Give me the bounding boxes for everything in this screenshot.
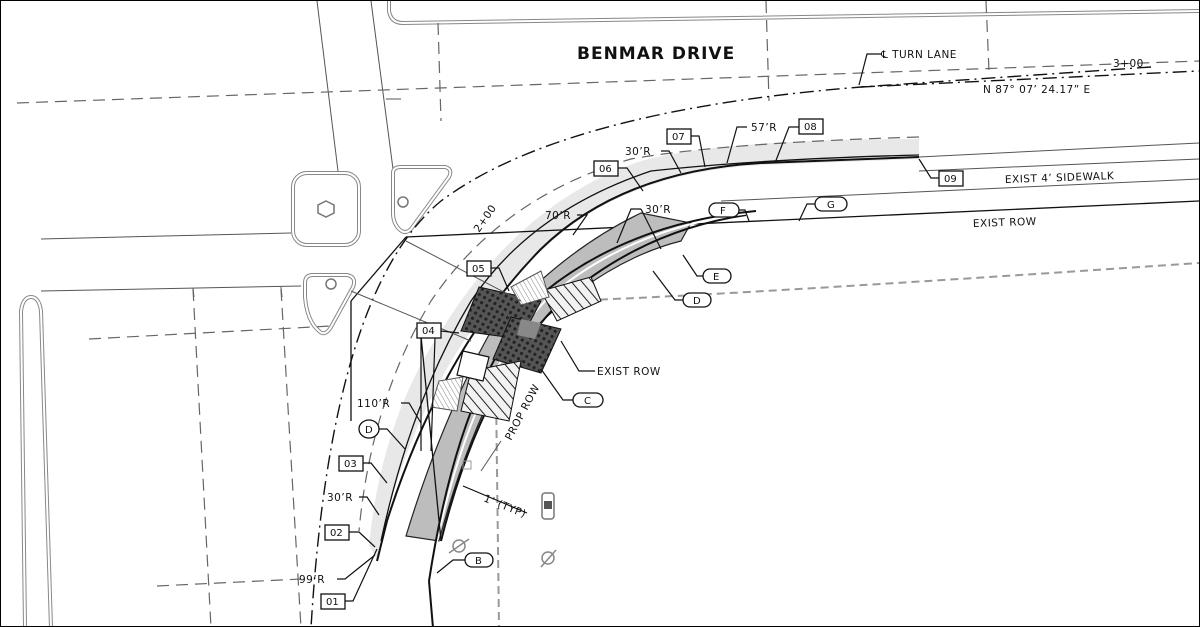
existing-road-geometry	[16, 1, 1199, 626]
svg-text:07: 07	[672, 132, 685, 143]
radius-30-mid: 30’R	[645, 204, 671, 216]
svg-text:D: D	[365, 425, 373, 436]
tag-05: 05	[466, 260, 510, 292]
tag-02: 02	[324, 524, 376, 548]
radius-30-bot: 30’R	[327, 492, 353, 504]
svg-text:02: 02	[330, 528, 343, 539]
bearing-label: N 87° 07’ 24.17” E	[983, 84, 1091, 96]
svg-text:06: 06	[599, 164, 612, 175]
svg-text:B: B	[475, 556, 482, 567]
svg-text:08: 08	[804, 122, 817, 133]
svg-text:F: F	[720, 206, 726, 217]
tag-06: 06	[593, 160, 644, 192]
proposed-sidewalk	[358, 136, 1199, 562]
radius-110: 110’R	[357, 398, 390, 410]
svg-text:03: 03	[344, 459, 357, 470]
callout-C: C	[540, 368, 604, 408]
callouts: B C D D E F G	[358, 196, 848, 574]
callout-F: F	[708, 202, 750, 222]
point-tags: 01 02 03 04 05 06	[320, 118, 964, 610]
tag-03: 03	[338, 455, 388, 484]
svg-text:G: G	[827, 200, 835, 211]
radius-57: 57’R	[751, 122, 777, 134]
svg-text:09: 09	[944, 174, 957, 185]
turn-lane-label: ℄ TURN LANE	[880, 49, 957, 61]
svg-text:E: E	[713, 272, 719, 283]
svg-text:04: 04	[422, 326, 435, 337]
radius-labels: 57’R 30’R 70’R 30’R 110’R 30’R 99’R	[299, 122, 777, 586]
callout-D-right: D	[652, 270, 712, 308]
radius-30-top: 30’R	[625, 146, 651, 158]
site-symbols	[448, 492, 557, 568]
traffic-islands	[291, 165, 453, 336]
sidewalk-label: EXIST 4’ SIDEWALK	[1005, 170, 1115, 186]
street-name-label: BENMAR DRIVE	[577, 44, 735, 64]
callout-B: B	[436, 552, 494, 574]
tag-04: 04	[416, 322, 460, 452]
svg-text:05: 05	[472, 264, 485, 275]
tag-08: 08	[774, 118, 824, 164]
svg-text:C: C	[584, 396, 591, 407]
vehicle-icon	[541, 492, 555, 520]
tag-09: 09	[918, 158, 964, 187]
proposed-inner-band	[350, 210, 1199, 626]
no-symbol-icon	[540, 549, 557, 568]
radius-99: 99’R	[299, 574, 325, 586]
hex-nut-icon	[317, 200, 335, 218]
callout-E: E	[682, 254, 732, 284]
svg-text:01: 01	[326, 597, 339, 608]
radius-70: 70’R	[545, 210, 571, 222]
station-3-00: 3+00	[1113, 58, 1144, 70]
exist-row-label-2: EXIST ROW	[597, 366, 661, 378]
utility-pole-icon	[448, 538, 470, 554]
turn-lane-centerline	[310, 66, 1199, 626]
callout-D-left: D	[358, 419, 406, 450]
manhole-icon	[325, 278, 337, 290]
svg-text:D: D	[693, 296, 701, 307]
manhole-icon	[397, 196, 409, 208]
tag-07: 07	[666, 128, 706, 168]
tag-01: 01	[320, 548, 378, 610]
exist-row-label: EXIST ROW	[973, 216, 1037, 230]
callout-G: G	[798, 196, 848, 222]
